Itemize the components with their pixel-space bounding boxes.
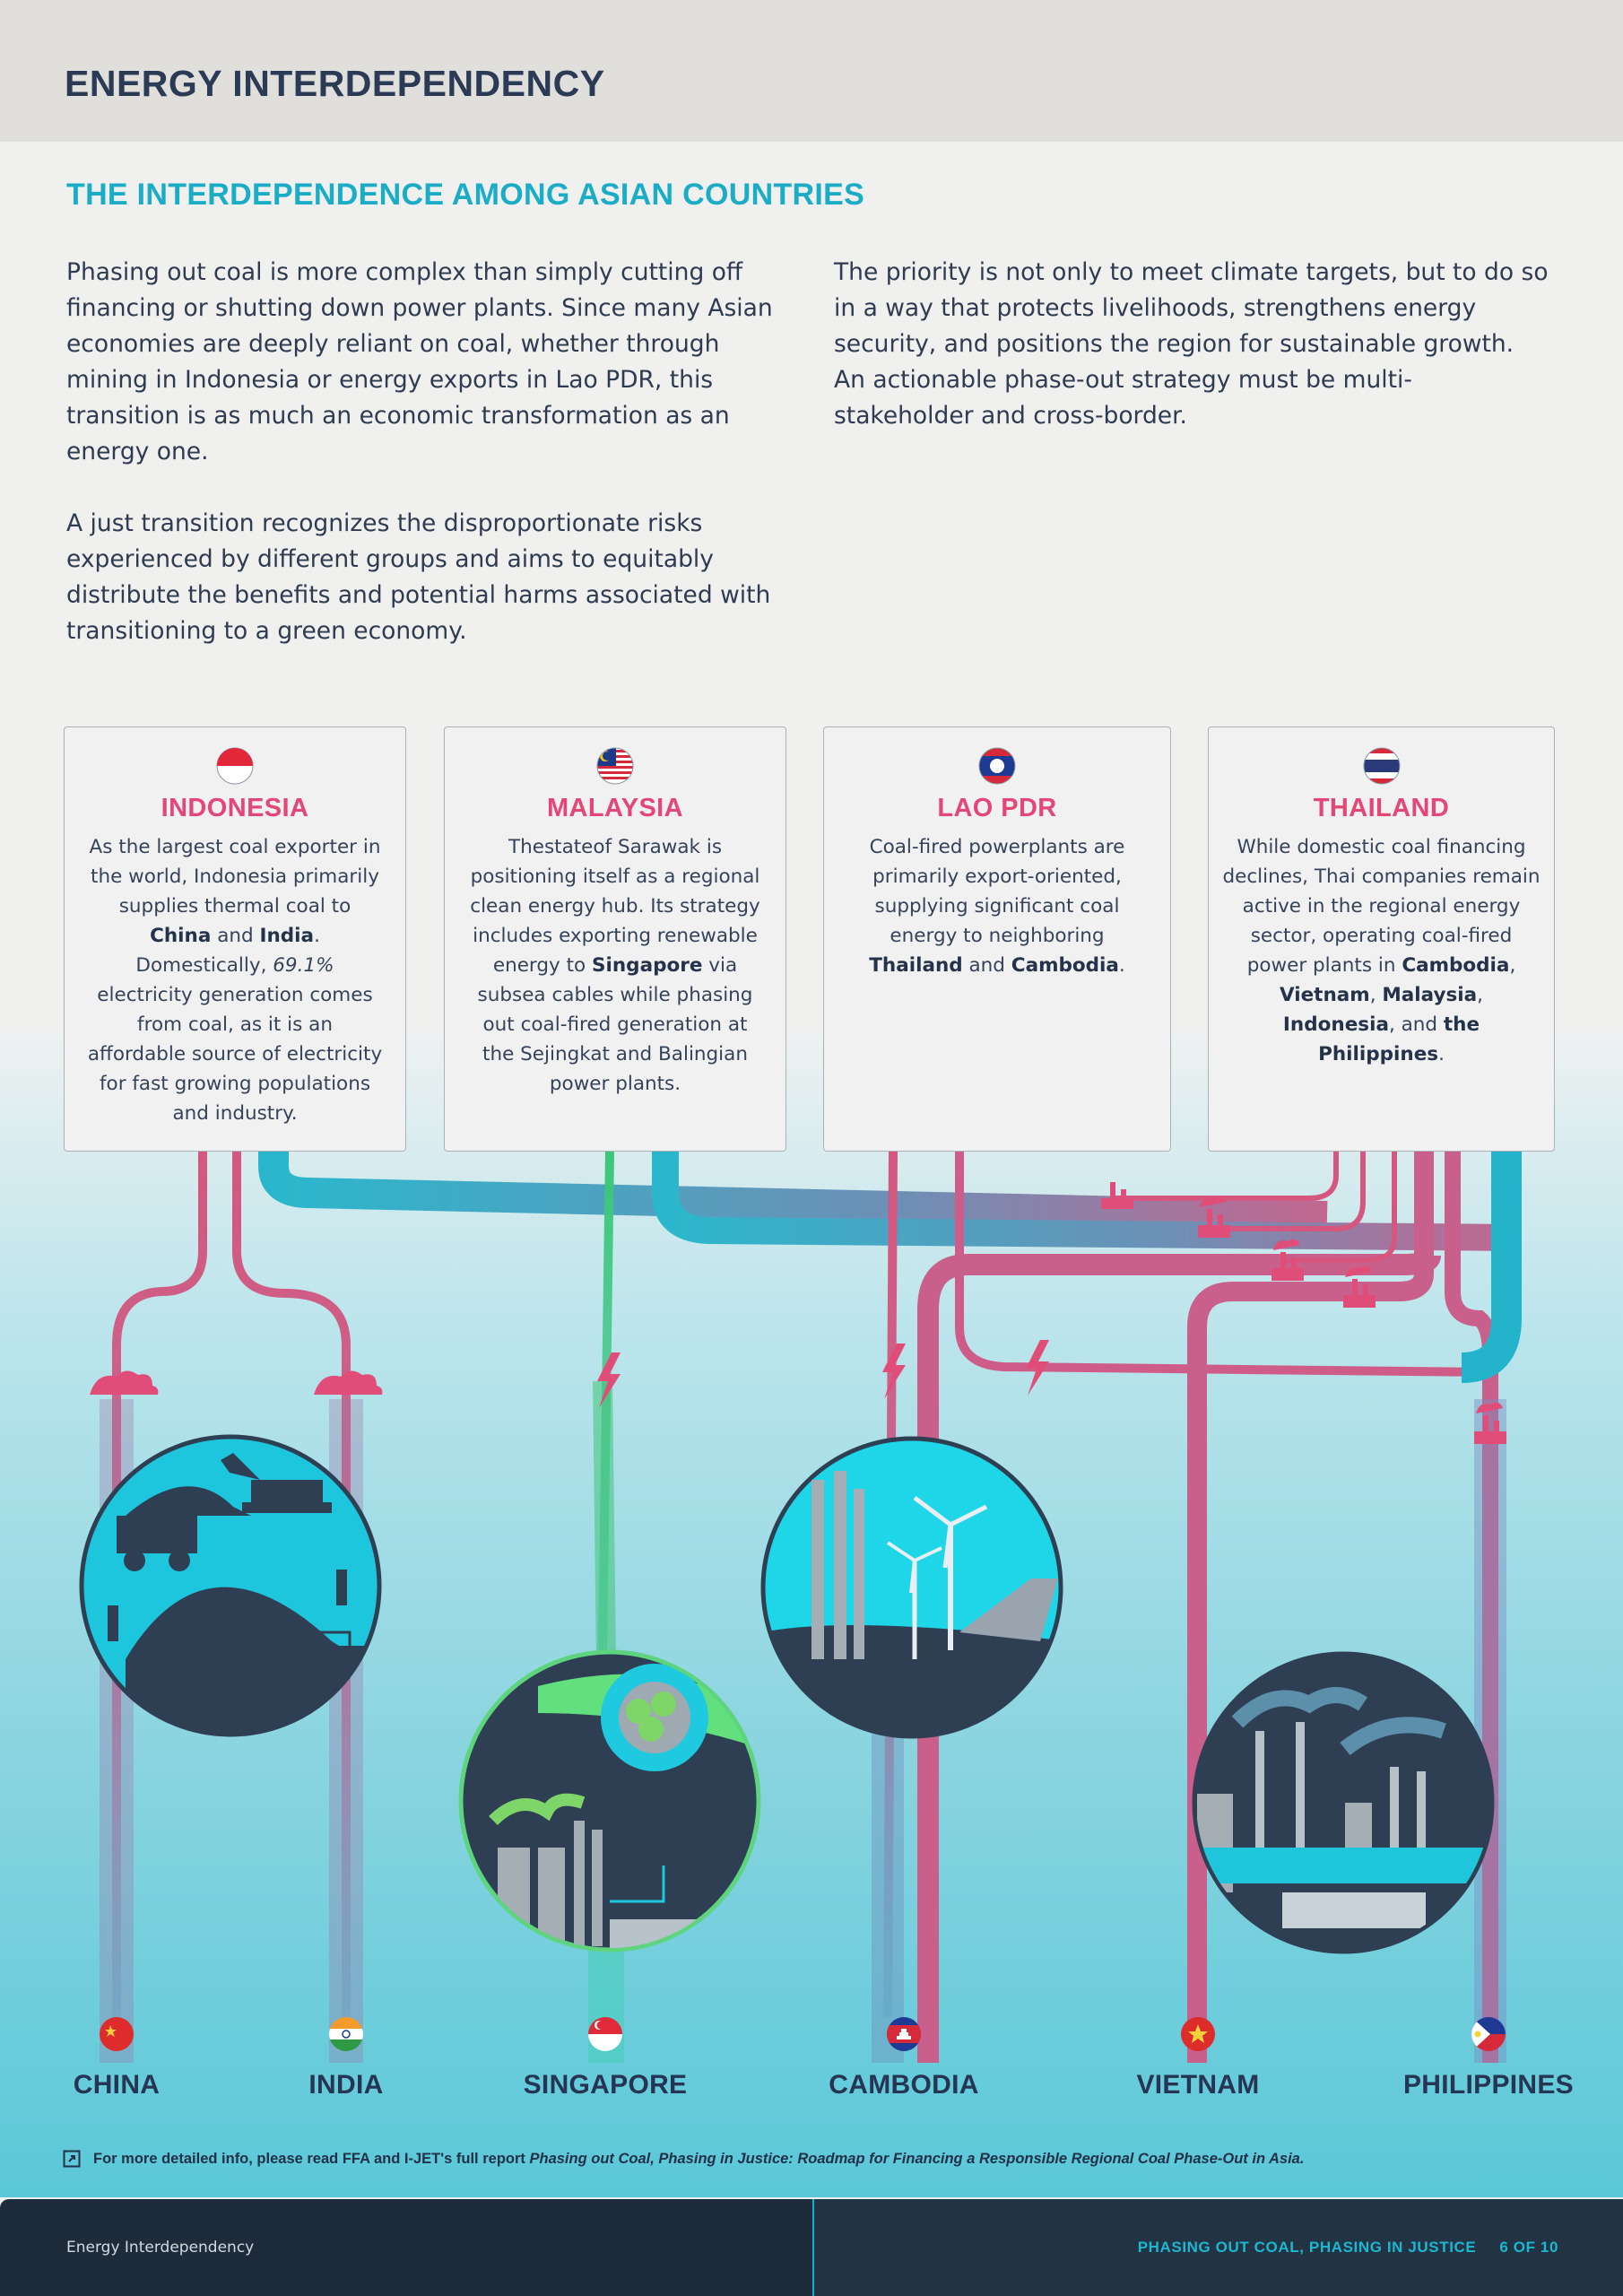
thailand-flag-icon [1363, 747, 1400, 785]
footer-right-panel [812, 2199, 1623, 2296]
card-title-thailand: THAILAND [1313, 794, 1450, 822]
report-link[interactable]: Phasing out Coal, Phasing in Justice: Ro… [529, 2150, 1305, 2167]
destination-name-philippines: PHILIPPINES [1402, 2070, 1574, 2100]
report-note-lead: For more detailed info, please read FFA … [93, 2150, 525, 2167]
energy-mix-illustration [760, 1436, 1063, 1739]
coal-pile-icon [90, 1370, 383, 1395]
card-laos: LAO PDR Coal-fired powerplants are prima… [823, 726, 1171, 1152]
indonesia-flag-icon [216, 747, 254, 785]
flow-laos-thailand [955, 1152, 1488, 1377]
china-flag-icon [100, 2017, 134, 2051]
flow-indonesia-east [258, 1152, 1328, 1231]
footer-publication-title: PHASING OUT COAL, PHASING IN JUSTICE [1137, 2239, 1477, 2256]
destination-singapore: SINGAPORE [502, 2016, 708, 2100]
destination-cambodia: CAMBODIA [801, 2016, 1007, 2100]
card-malaysia: MALAYSIA Thestateof Sarawak is positioni… [444, 726, 786, 1152]
card-title-malaysia: MALAYSIA [547, 794, 683, 822]
coal-plants-illustration [1192, 1651, 1495, 1954]
flow-thailand-teal [1461, 1152, 1522, 1383]
footer: Energy Interdependency PHASING OUT COAL,… [0, 2199, 1623, 2296]
report-note: For more detailed info, please read FFA … [63, 2150, 1304, 2168]
flow-malaysia-east [652, 1152, 1516, 1251]
card-text-malaysia: Thestateof Sarawak is positioning itself… [470, 836, 760, 1095]
card-text-laos: Coal-fired powerplants are primarily exp… [869, 836, 1125, 977]
destination-china: CHINA [13, 2016, 220, 2100]
footer-publication: PHASING OUT COAL, PHASING IN JUSTICE 6 OF… [1138, 2239, 1558, 2257]
card-text-thailand: While domestic coal financing declines, … [1222, 836, 1541, 1065]
external-link-icon[interactable] [63, 2150, 81, 2168]
singapore-flag-icon [588, 2017, 622, 2051]
cambodia-flag-icon [887, 2017, 921, 2051]
intro-paragraph-3: The priority is not only to meet climate… [834, 258, 1549, 430]
flow-malaysia-singapore-wide [593, 1380, 616, 1660]
destination-name-india: INDIA [308, 2070, 384, 2100]
intro-right-column: The priority is not only to meet climate… [834, 255, 1551, 470]
card-text-indonesia: As the largest coal exporter in the worl… [87, 836, 383, 1125]
flow-thailand-branch-3 [1282, 1152, 1397, 1263]
destination-vietnam: VIETNAM [1095, 2016, 1301, 2100]
subsea-cable-illustration [458, 1649, 761, 1952]
india-flag-icon [329, 2017, 363, 2051]
card-indonesia: INDONESIA As the largest coal exporter i… [64, 726, 406, 1152]
mining-illustration [79, 1434, 382, 1737]
section-title: THE INTERDEPENDENCE AMONG ASIAN COUNTRIE… [66, 178, 865, 212]
page-number: 6 OF 10 [1499, 2239, 1558, 2256]
header-band [0, 0, 1623, 142]
card-title-laos: LAO PDR [937, 794, 1057, 822]
flow-thailand-malaysia [1112, 1152, 1339, 1201]
card-title-indonesia: INDONESIA [161, 794, 309, 822]
flow-thailand-vietnam [1187, 1152, 1434, 2063]
destination-philippines: PHILIPPINES [1385, 2016, 1592, 2100]
card-thailand: THAILAND While domestic coal financing d… [1208, 726, 1555, 1152]
philippines-flag-icon [1471, 2017, 1506, 2051]
page-title: ENERGY INTERDEPENDENCY [65, 63, 605, 104]
destination-india: INDIA [243, 2016, 449, 2100]
intro-paragraph-2: A just transition recognizes the disprop… [66, 509, 771, 645]
vietnam-flag-icon [1181, 2017, 1215, 2051]
flow-indonesia-china [112, 1152, 207, 2018]
destination-name-china: CHINA [73, 2070, 161, 2100]
flow-thailand-indonesia [1211, 1152, 1366, 1231]
intro-left-column: Phasing out coal is more complex than si… [66, 255, 802, 685]
flow-indonesia-india [232, 1152, 351, 2018]
laos-flag-icon [978, 747, 1016, 785]
power-plant-icon [1101, 1182, 1506, 1444]
destination-name-cambodia: CAMBODIA [829, 2070, 979, 2100]
lightning-icon [597, 1340, 1049, 1408]
intro-paragraph-1: Phasing out coal is more complex than si… [66, 258, 773, 465]
destination-name-singapore: SINGAPORE [523, 2070, 688, 2100]
footer-section-label: Energy Interdependency [66, 2239, 255, 2257]
malaysia-flag-icon [596, 747, 634, 785]
destination-name-vietnam: VIETNAM [1136, 2070, 1260, 2100]
